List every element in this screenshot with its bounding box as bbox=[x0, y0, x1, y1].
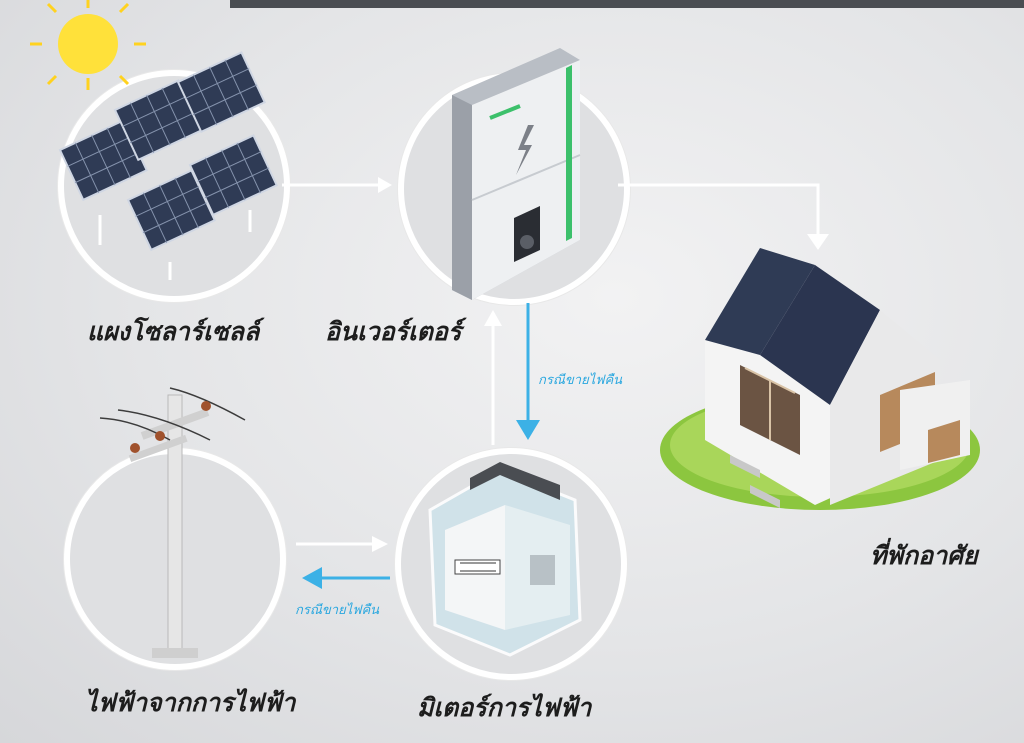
meter-label: มิเตอร์การไฟฟ้า bbox=[417, 693, 592, 722]
flow-arrows bbox=[282, 177, 829, 552]
sell-back-arrows bbox=[302, 303, 540, 589]
residence-label: ที่พักอาศัย bbox=[870, 541, 978, 570]
house-icon bbox=[660, 248, 980, 510]
sell-back-arrow-meter-to-grid bbox=[302, 567, 390, 589]
grid-power-label: ไฟฟ้าจากการไฟฟ้า bbox=[85, 688, 296, 717]
arrow-meter-to-inverter bbox=[484, 310, 502, 445]
solar-panels-icon bbox=[58, 51, 279, 280]
arrow-inverter-to-house bbox=[618, 183, 829, 250]
inverter-icon bbox=[452, 48, 581, 300]
sell-back-note-vertical: กรณีขายไฟคืน bbox=[538, 373, 623, 388]
arrow-grid-to-meter bbox=[296, 536, 388, 552]
sell-back-arrow-inverter-to-meter bbox=[516, 303, 540, 440]
inverter-label: อินเวอร์เตอร์ bbox=[325, 317, 462, 346]
sell-back-note-horizontal: กรณีขายไฟคืน bbox=[295, 603, 380, 618]
arrow-solar-to-inverter bbox=[282, 177, 392, 193]
utility-pole-icon bbox=[99, 387, 246, 658]
electric-meter-icon bbox=[428, 462, 582, 657]
top-bar bbox=[230, 0, 1024, 8]
sun-icon bbox=[30, 0, 146, 90]
solar-panel-label: แผงโซลาร์เซลล์ bbox=[87, 317, 260, 346]
